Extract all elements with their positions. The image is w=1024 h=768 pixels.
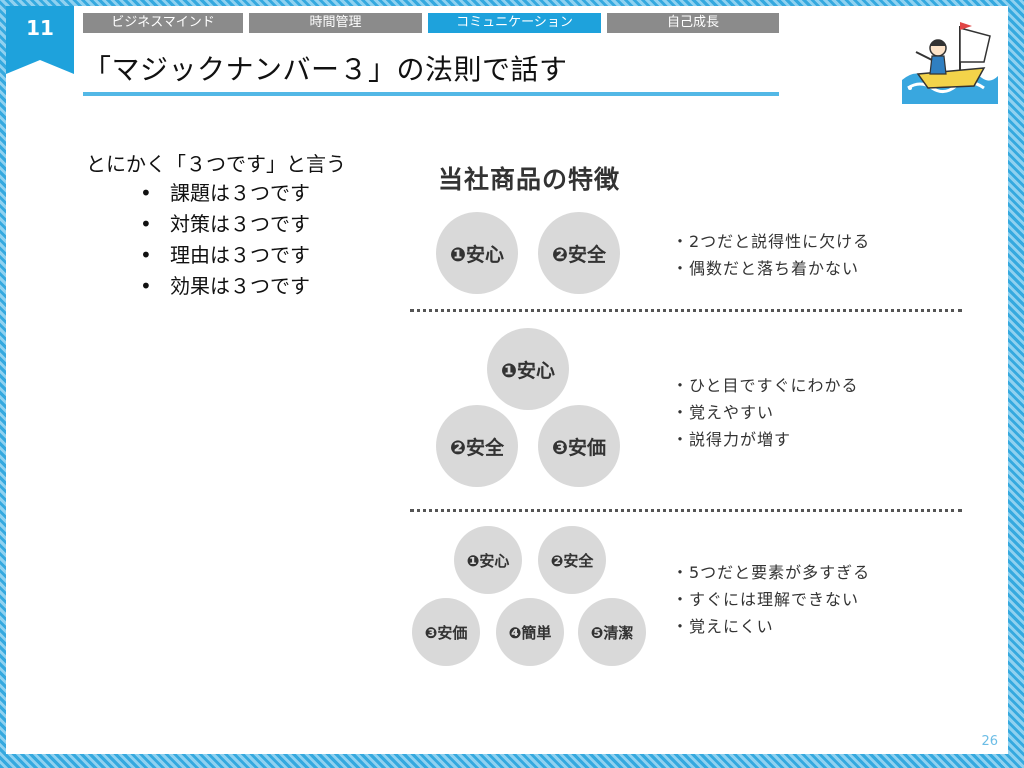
- feature-circle-safety: ❶安心: [487, 328, 569, 410]
- bullet-dot-icon: •: [140, 243, 152, 267]
- note-item: ・2つだと説得性に欠ける: [672, 232, 871, 251]
- section-divider: [410, 509, 962, 512]
- feature-circle-safety: ❶安心: [436, 212, 518, 294]
- note-item: ・すぐには理解できない: [672, 590, 860, 609]
- tab-self-growth[interactable]: 自己成長: [607, 13, 779, 33]
- bullet-dot-icon: •: [140, 181, 152, 205]
- feature-circle-cheap: ❸安価: [538, 405, 620, 487]
- section-divider: [410, 309, 962, 312]
- bullet-dot-icon: •: [140, 274, 152, 298]
- lead-text: とにかく「３つです」と言う: [86, 152, 346, 176]
- feature-circle-cheap: ❸安価: [412, 598, 480, 666]
- bullet-item: •理由は３つです: [140, 240, 310, 271]
- feature-circle-easy: ❹簡単: [496, 598, 564, 666]
- page-number: 26: [981, 734, 998, 749]
- bullet-item: •対策は３つです: [140, 209, 310, 240]
- feature-circle-security: ❷安全: [436, 405, 518, 487]
- note-item: ・覚えやすい: [672, 403, 775, 422]
- bullet-item: •課題は３つです: [140, 178, 310, 209]
- notes-two-items: ・2つだと説得性に欠ける ・偶数だと落ち着かない: [672, 228, 870, 282]
- note-item: ・偶数だと落ち着かない: [672, 259, 860, 278]
- tab-time-management[interactable]: 時間管理: [249, 13, 422, 33]
- feature-circle-safety: ❶安心: [454, 526, 522, 594]
- bullet-item: •効果は３つです: [140, 271, 310, 302]
- chapter-badge: 11: [6, 6, 74, 74]
- note-item: ・5つだと要素が多すぎる: [672, 563, 871, 582]
- bullet-dot-icon: •: [140, 212, 152, 236]
- page-title: 「マジックナンバー３」の法則で話す: [83, 53, 568, 86]
- feature-circle-security: ❷安全: [538, 526, 606, 594]
- ship-mascot-icon: [902, 22, 998, 104]
- note-item: ・覚えにくい: [672, 617, 774, 636]
- title-underline: [83, 92, 779, 96]
- notes-five-items: ・5つだと要素が多すぎる ・すぐには理解できない ・覚えにくい: [672, 559, 870, 640]
- feature-circle-clean: ❺清潔: [578, 598, 646, 666]
- bullet-list: •課題は３つです •対策は３つです •理由は３つです •効果は３つです: [140, 178, 310, 302]
- tab-business-mind[interactable]: ビジネスマインド: [83, 13, 243, 33]
- note-item: ・ひと目ですぐにわかる: [672, 376, 859, 395]
- feature-circle-security: ❷安全: [538, 212, 620, 294]
- chapter-number: 11: [26, 16, 54, 40]
- tab-communication[interactable]: コミュニケーション: [428, 13, 601, 33]
- note-item: ・説得力が増す: [672, 430, 792, 449]
- notes-three-items: ・ひと目ですぐにわかる ・覚えやすい ・説得力が増す: [672, 372, 859, 453]
- figure-title: 当社商品の特徴: [438, 165, 621, 194]
